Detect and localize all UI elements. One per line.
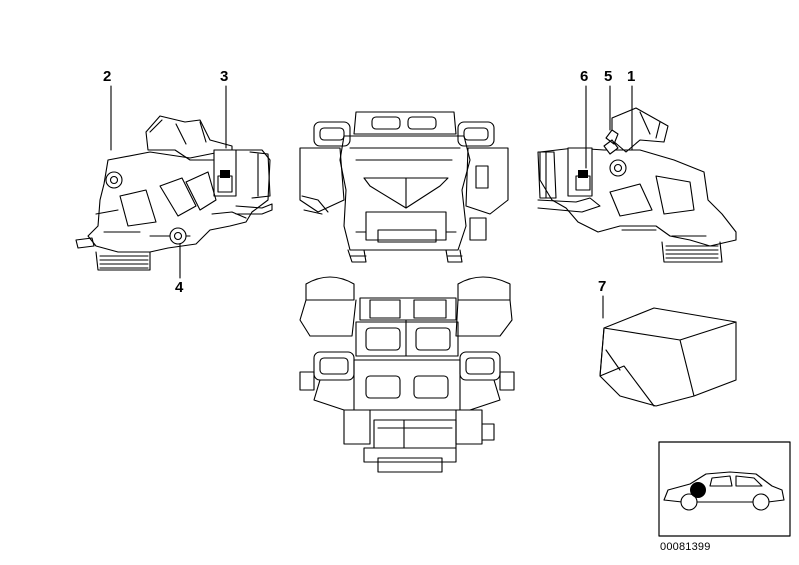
callout-5: 5 [604,68,613,85]
heater-housing-front-view [299,111,509,263]
heater-housing-right-view [537,85,737,263]
callout-1: 1 [627,68,636,85]
callout-2: 2 [103,68,112,85]
car-side-silhouette-icon [663,471,785,511]
heater-housing-top-view [299,276,515,473]
location-marker-icon [690,482,706,498]
diagram-id-label: 00081399 [660,541,711,553]
vehicle-location-thumbnail [658,441,791,537]
callout-3: 3 [220,68,229,85]
insulation-pad-part-7 [599,295,737,407]
heater-housing-left-view [75,85,273,279]
callout-7: 7 [598,278,607,295]
callout-6: 6 [580,68,589,85]
callout-4: 4 [175,279,184,296]
